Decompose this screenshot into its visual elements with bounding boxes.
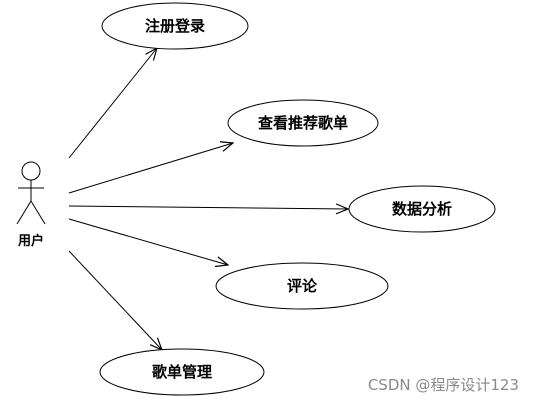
use-case-ellipse [215, 262, 389, 310]
use-case-ellipse [99, 348, 265, 396]
stick-figure-actor-icon [16, 161, 46, 225]
use-case-label: 歌单管理 [152, 363, 212, 381]
use-case-register-login[interactable]: 注册登录 [101, 2, 249, 50]
use-case-comment[interactable]: 评论 [215, 262, 389, 310]
association-view-recommended-playlists [68, 143, 233, 194]
use-case-label: 查看推荐歌单 [258, 114, 348, 132]
associations [68, 48, 348, 350]
use-case-playlist-management[interactable]: 歌单管理 [99, 348, 265, 396]
watermark-text: CSDN @程序设计123 [368, 376, 519, 394]
use-case-view-recommended-playlists[interactable]: 查看推荐歌单 [227, 99, 379, 147]
actor-user[interactable]: 用户 [16, 161, 46, 249]
association-comment [68, 218, 228, 265]
use-case-label: 评论 [287, 277, 318, 295]
use-case-ellipse [227, 99, 379, 147]
use-case-data-analysis[interactable]: 数据分析 [348, 185, 496, 233]
use-case-label: 注册登录 [145, 17, 205, 35]
actor-label: 用户 [17, 233, 44, 249]
use-case-ellipse [348, 185, 496, 233]
use-case-ellipse [101, 2, 249, 50]
use-case-label: 数据分析 [392, 200, 452, 218]
association-register-login [68, 48, 157, 159]
association-playlist-management [68, 250, 162, 350]
association-data-analysis [68, 206, 348, 209]
